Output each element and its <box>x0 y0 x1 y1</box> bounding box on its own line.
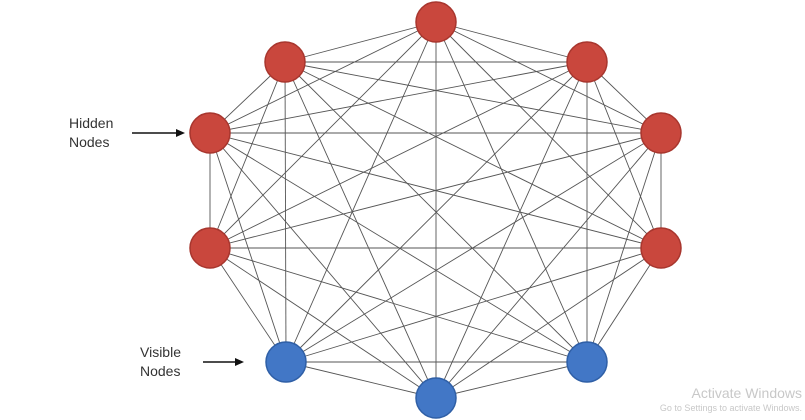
edge-h3-v1 <box>285 132 662 363</box>
edge-h1-h7 <box>284 21 437 63</box>
edge-h6-v1 <box>209 132 287 363</box>
edge-h7-v3 <box>284 61 437 399</box>
hidden-node-h2 <box>566 41 608 83</box>
edge-h4-v1 <box>285 247 662 363</box>
visible-nodes-label: Visible Nodes <box>140 343 181 381</box>
edge-h6-v2 <box>209 132 588 363</box>
edge-h5-v3 <box>209 247 437 399</box>
hidden-arrow <box>132 129 185 137</box>
visible-node-v2 <box>566 341 608 383</box>
hidden-node-h3 <box>640 112 682 154</box>
edge-h1-h3 <box>435 21 662 134</box>
activate-windows-title: Activate Windows <box>691 385 802 401</box>
visible-label-line2: Nodes <box>140 363 181 379</box>
edge-h3-v2 <box>586 132 662 363</box>
edge-h2-h6 <box>209 61 588 134</box>
edge-h2-h5 <box>209 61 588 249</box>
hidden-node-h5 <box>189 227 231 269</box>
edge-h4-v3 <box>435 247 662 399</box>
edge-h1-h4 <box>435 21 662 249</box>
edge-h7-v1 <box>284 61 287 363</box>
edge-h3-h7 <box>284 61 662 134</box>
edge-h1-v2 <box>435 21 588 363</box>
edge-h1-h5 <box>209 21 437 249</box>
activate-windows-watermark: Activate Windows Go to Settings to activ… <box>612 384 802 414</box>
edges <box>209 21 662 399</box>
edge-h3-v3 <box>435 132 662 399</box>
visible-node-v1 <box>265 341 307 383</box>
edge-h2-h4 <box>586 61 662 249</box>
edge-h1-h6 <box>209 21 437 134</box>
hidden-node-h4 <box>640 227 682 269</box>
visible-label-line1: Visible <box>140 344 181 360</box>
edge-h1-v1 <box>285 21 437 363</box>
edge-h4-v2 <box>586 247 662 363</box>
edge-h5-v1 <box>209 247 287 363</box>
hidden-label-line2: Nodes <box>69 134 110 150</box>
nodes <box>189 1 682 419</box>
hidden-nodes-label: Hidden Nodes <box>69 114 113 152</box>
hidden-node-h1 <box>415 1 457 43</box>
edge-h1-h2 <box>435 21 588 63</box>
visible-arrow <box>203 358 244 366</box>
edge-h6-v3 <box>209 132 437 399</box>
edge-h7-v2 <box>284 61 588 363</box>
hidden-node-h7 <box>264 41 306 83</box>
edge-h5-h7 <box>209 61 286 249</box>
activate-windows-subtitle: Go to Settings to activate Windows. <box>659 403 802 413</box>
edge-h2-v3 <box>435 61 588 399</box>
visible-node-v3 <box>415 377 457 419</box>
edge-v2-v3 <box>435 361 588 399</box>
edge-h5-v2 <box>209 247 588 363</box>
edge-v1-v3 <box>285 361 437 399</box>
edge-h4-h7 <box>284 61 662 249</box>
hidden-label-line1: Hidden <box>69 115 114 131</box>
hidden-node-h6 <box>189 112 231 154</box>
